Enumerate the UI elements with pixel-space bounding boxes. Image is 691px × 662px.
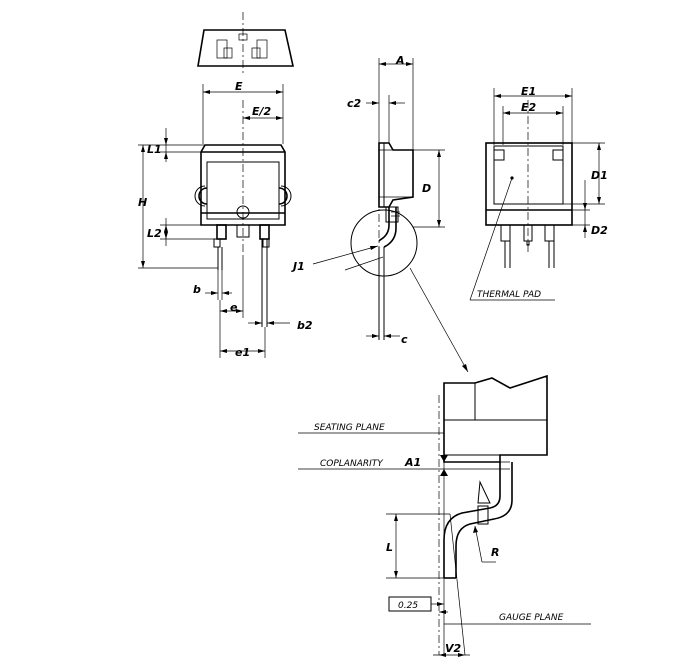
label-H: H <box>138 196 147 209</box>
label-gauge-value: 0.25 <box>398 601 418 611</box>
label-J1: J1 <box>291 260 305 273</box>
label-gauge-plane: GAUGE PLANE <box>499 613 564 623</box>
label-e1: e1 <box>235 346 250 359</box>
label-b: b <box>193 283 201 296</box>
label-seating-plane: SEATING PLANE <box>314 423 385 433</box>
label-b2: b2 <box>297 319 313 332</box>
label-c2: c2 <box>347 97 362 110</box>
front-view <box>138 84 292 358</box>
label-E-half: E/2 <box>252 105 272 118</box>
label-thermal-pad: THERMAL PAD <box>477 290 541 300</box>
label-V2: V2 <box>445 642 462 655</box>
label-coplanarity: COPLANARITY <box>320 459 384 469</box>
back-view <box>469 88 605 301</box>
label-c: c <box>401 333 408 346</box>
dimension-labels: A E E/2 c2 E1 E2 L1 D D1 H L2 D2 J1 b e … <box>138 54 608 655</box>
label-R: R <box>491 546 499 559</box>
label-E: E <box>235 80 243 93</box>
label-D2: D2 <box>591 224 608 237</box>
label-E1: E1 <box>521 85 536 98</box>
label-A: A <box>395 54 405 67</box>
side-view <box>312 58 469 373</box>
label-L2: L2 <box>147 227 162 240</box>
label-e: e <box>230 301 238 314</box>
label-E2: E2 <box>521 101 537 114</box>
label-L: L <box>386 541 393 554</box>
label-D1: D1 <box>591 169 608 182</box>
label-A1: A1 <box>404 456 421 469</box>
detail-view <box>298 374 591 657</box>
label-L1: L1 <box>147 143 162 156</box>
top-view <box>197 12 294 74</box>
label-D: D <box>422 182 431 195</box>
